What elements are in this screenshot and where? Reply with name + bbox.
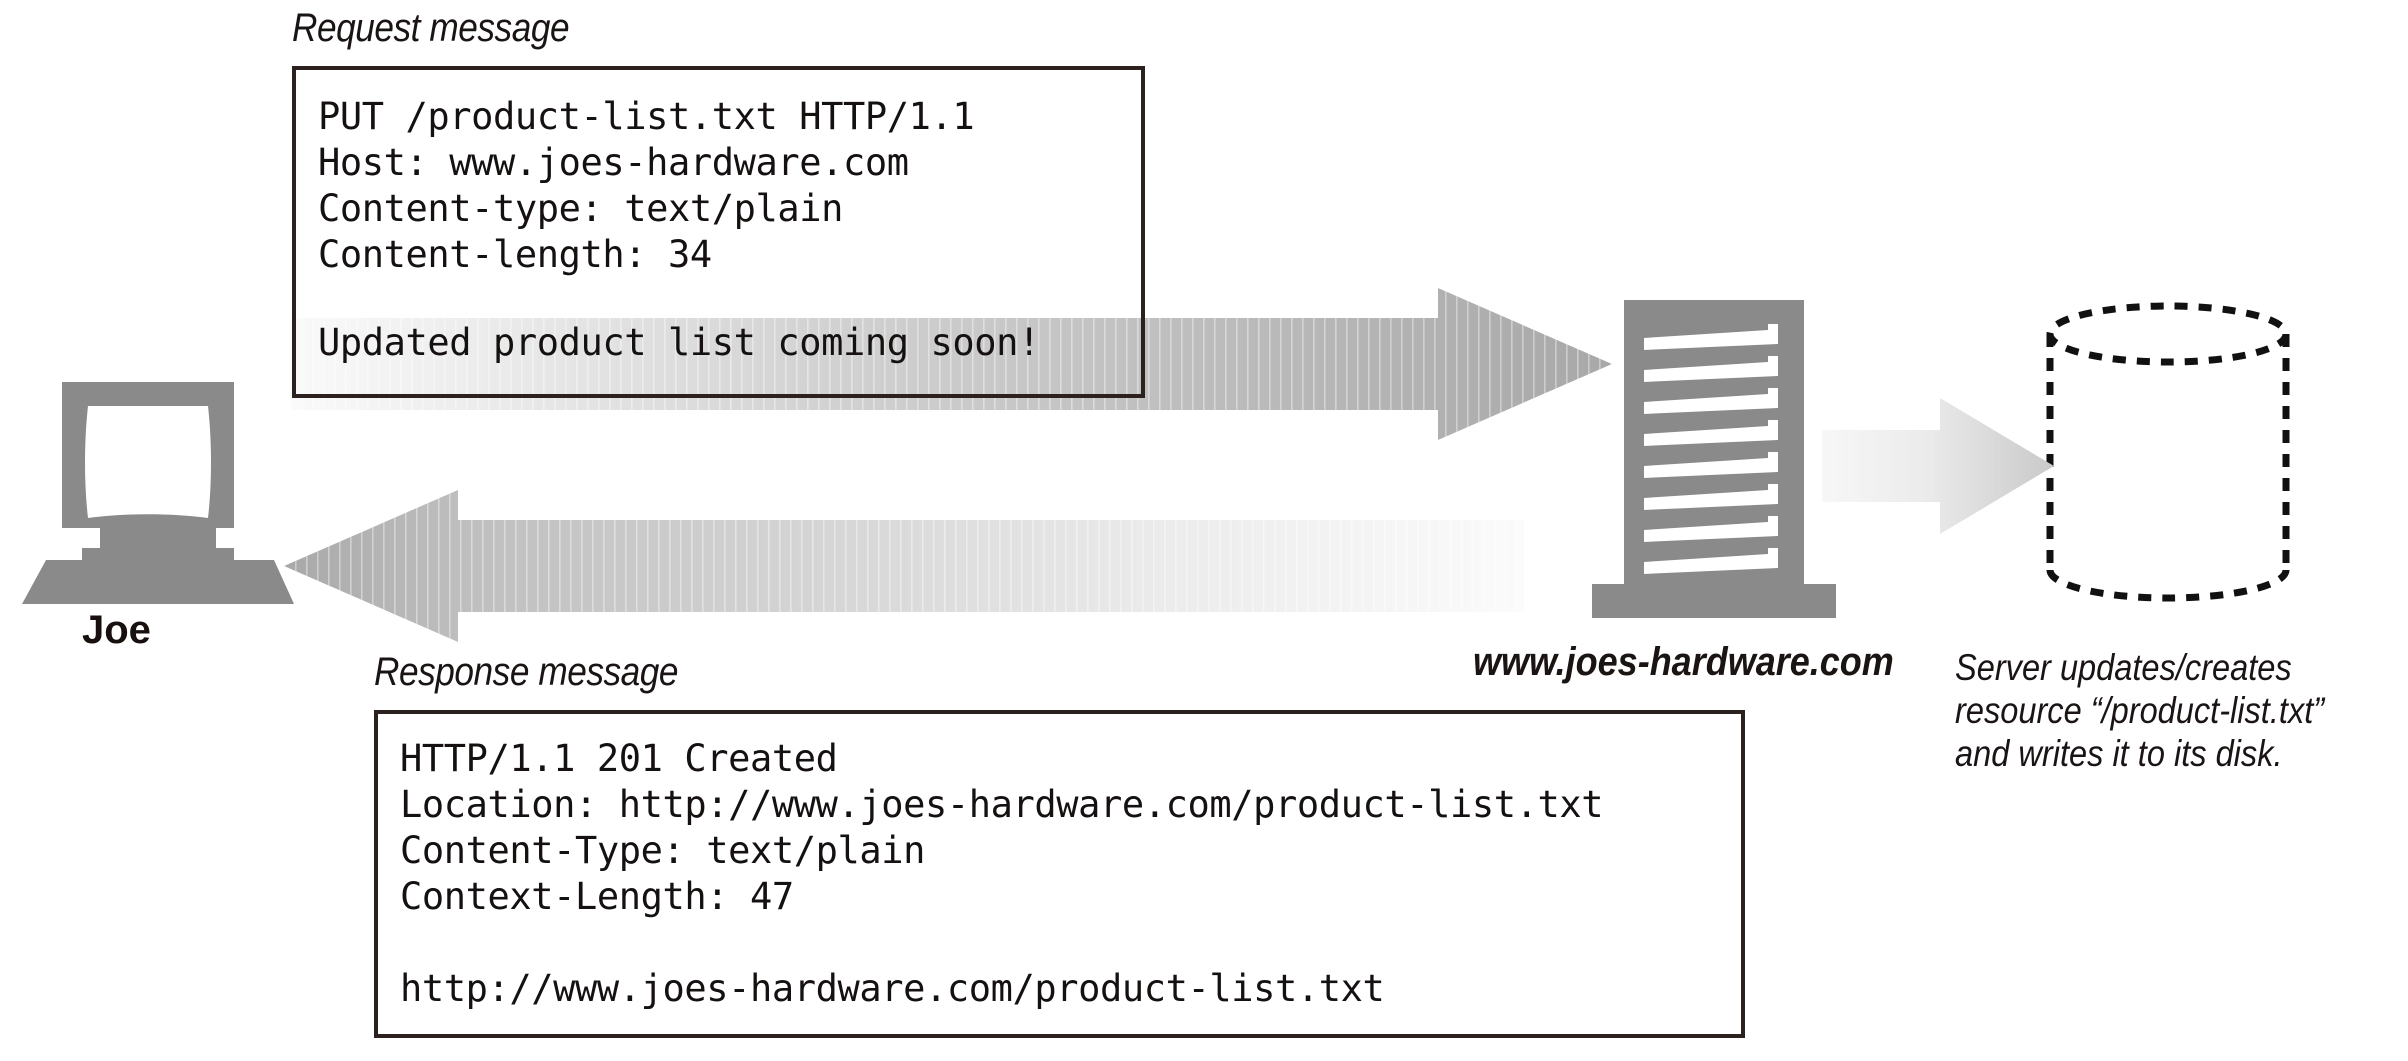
- response-body: http://www.joes-hardware.com/product-lis…: [400, 967, 1385, 1010]
- client-label: Joe: [82, 608, 151, 652]
- response-arrow: [284, 490, 1524, 642]
- server-hostname-label: www.joes-hardware.com: [1473, 640, 1894, 684]
- storage-note-line-3: and writes it to its disk.: [1955, 733, 2283, 774]
- storage-note-line-2: resource “/product-list.txt”: [1955, 690, 2325, 731]
- request-arrow: [290, 288, 1612, 440]
- response-headers: HTTP/1.1 201 Created Location: http://ww…: [400, 737, 1604, 918]
- response-message-box: HTTP/1.1 201 Created Location: http://ww…: [374, 710, 1745, 1038]
- desktop-computer-icon: [22, 382, 294, 622]
- storage-note: Server updates/creates resource “/produc…: [1955, 646, 2408, 775]
- response-message-caption: Response message: [374, 650, 679, 694]
- request-body: Updated product list coming soon!: [318, 321, 1040, 364]
- request-message-caption: Request message: [292, 6, 570, 50]
- disk-cylinder-icon: [2043, 302, 2293, 602]
- storage-note-line-1: Server updates/creates: [1955, 647, 2292, 688]
- server-tower-icon: [1592, 300, 1836, 618]
- write-arrow: [1822, 390, 2054, 542]
- request-message-box: PUT /product-list.txt HTTP/1.1 Host: www…: [292, 66, 1145, 398]
- request-headers: PUT /product-list.txt HTTP/1.1 Host: www…: [318, 95, 975, 276]
